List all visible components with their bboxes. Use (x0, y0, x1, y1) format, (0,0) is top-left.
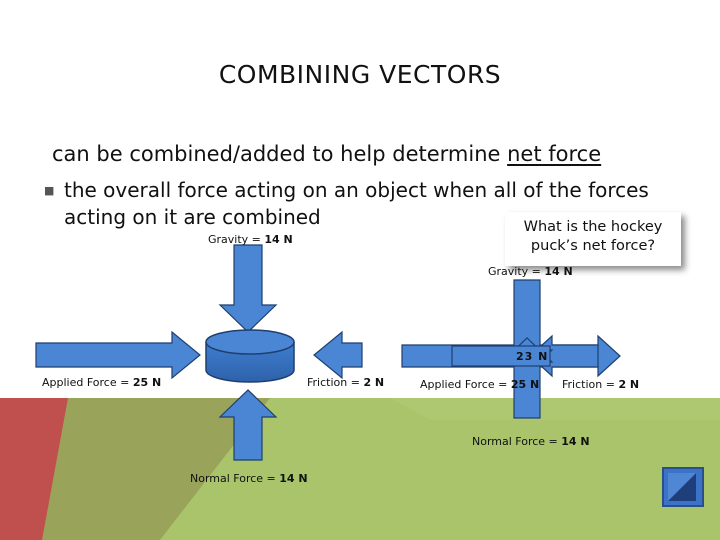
right-applied-label: Applied Force = 25 N (420, 378, 540, 391)
bullet-text-line2: acting on it are combined (64, 205, 321, 229)
left-friction-label: Friction = 2 N (307, 376, 385, 389)
question-box: What is the hockey puck’s net force? (505, 212, 681, 266)
back-button[interactable] (662, 467, 704, 507)
left-normal-arrow (218, 389, 278, 461)
net-force-label: 23 N (516, 350, 549, 363)
bullet-square-icon: ■ (44, 184, 55, 197)
left-gravity-arrow (218, 244, 278, 333)
net-force-term: net force (507, 142, 602, 166)
bg-light-band (390, 398, 720, 420)
left-applied-label: Applied Force = 25 N (42, 376, 162, 389)
bg-olive-band (0, 398, 270, 540)
left-applied-arrow (35, 330, 201, 380)
right-friction-label: Friction = 2 N (562, 378, 640, 391)
net-force-bar (451, 345, 551, 367)
right-normal-label: Normal Force = 14 N (472, 435, 590, 448)
back-triangle-icon (668, 473, 696, 501)
left-normal-label: Normal Force = 14 N (190, 472, 308, 485)
bg-red-band (0, 398, 68, 540)
question-line1: What is the hockey (523, 219, 663, 235)
right-gravity-label: Gravity = 14 N (488, 265, 573, 278)
slide-title: COMBINING VECTORS (218, 60, 502, 89)
definition-line: can be combined/added to help determine … (52, 142, 601, 166)
definition-prefix: can be combined/added to help determine (52, 142, 508, 166)
question-line2: puck’s net force? (530, 238, 656, 254)
hockey-puck (205, 329, 295, 383)
definition-bullet: ■ the overall force acting on an object w… (44, 177, 649, 230)
left-friction-arrow (313, 330, 363, 380)
bullet-text-line1: the overall force acting on an object wh… (64, 178, 649, 202)
left-gravity-label: Gravity = 14 N (208, 233, 293, 246)
